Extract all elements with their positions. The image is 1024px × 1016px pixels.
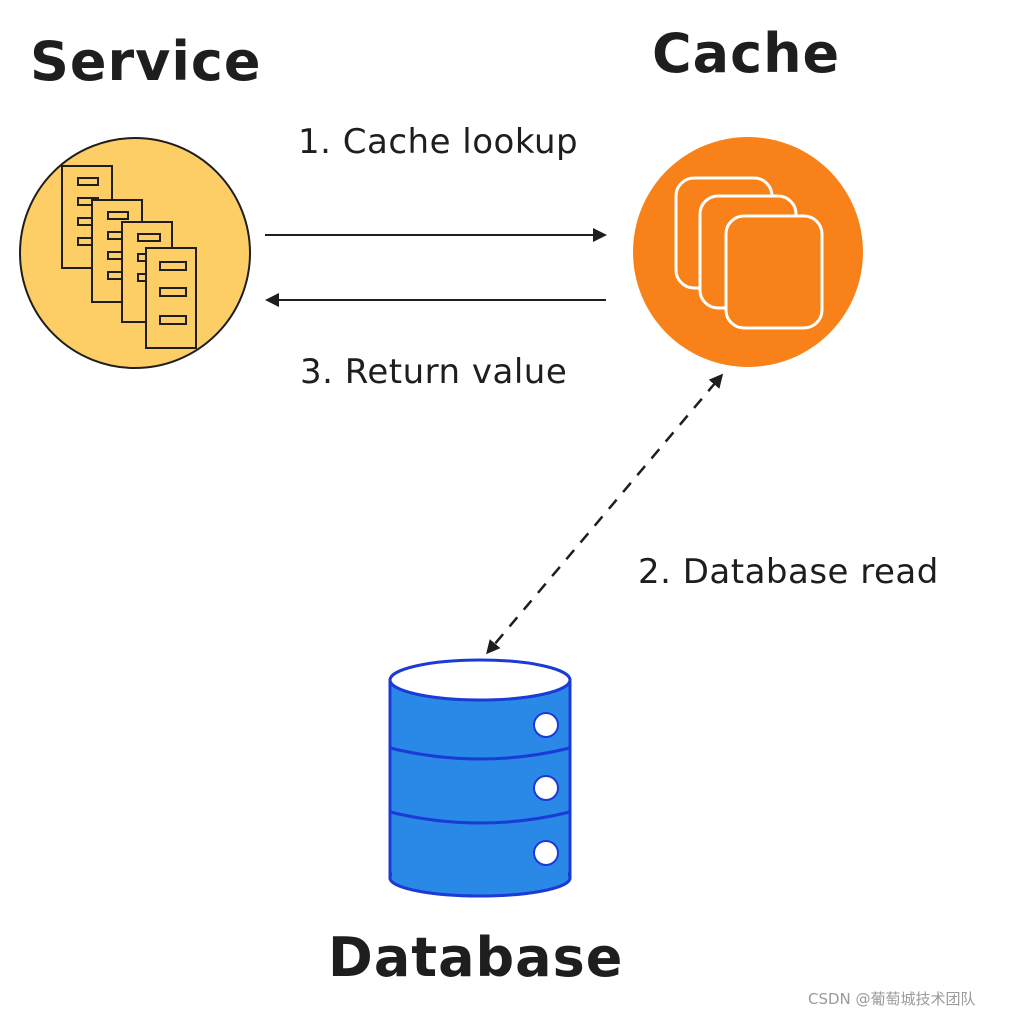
- return-label: 3. Return value: [300, 352, 568, 392]
- database-title: Database: [328, 926, 624, 989]
- cache-stack-icon: [674, 176, 824, 330]
- database-node: [388, 658, 572, 898]
- service-node: [19, 137, 251, 369]
- db-read-arrow: [486, 373, 724, 655]
- database-cylinder-icon: [388, 658, 572, 898]
- service-title: Service: [30, 30, 262, 93]
- cache-title: Cache: [652, 22, 841, 85]
- db-read-label: 2. Database read: [638, 552, 939, 592]
- watermark: CSDN @葡萄城技术团队: [808, 990, 976, 1008]
- cache-node: [633, 137, 863, 367]
- server-docs-icon: [61, 165, 197, 349]
- lookup-label: 1. Cache lookup: [298, 122, 579, 162]
